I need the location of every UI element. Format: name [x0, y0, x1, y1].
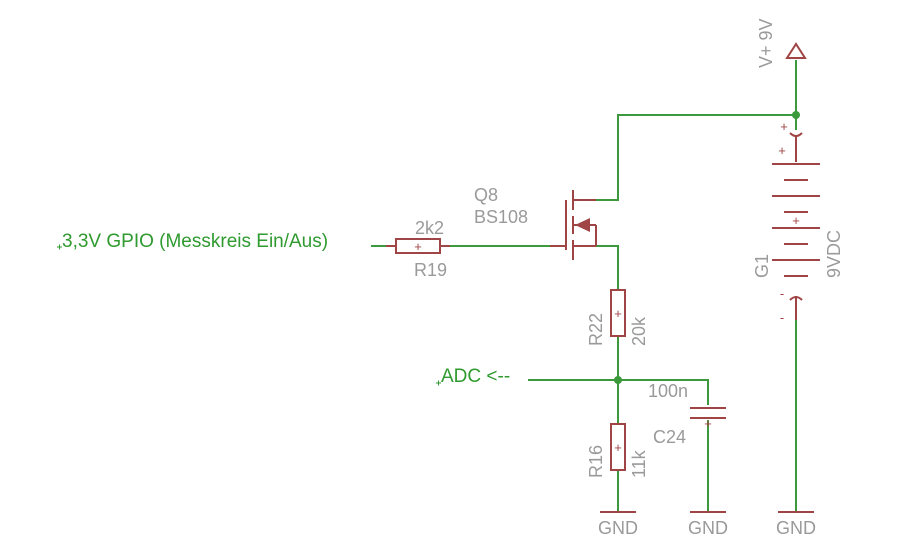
g1-name: G1 — [752, 254, 772, 278]
r22-name: R22 — [586, 313, 606, 346]
c24-value: 100n — [648, 381, 688, 401]
junction-adc — [614, 376, 622, 384]
ground-r16: GND — [598, 511, 638, 538]
battery-g1: + + - - + G1 9VDC — [752, 119, 844, 325]
battery-cells — [772, 163, 820, 277]
r19-name: R19 — [414, 260, 447, 280]
battery-origin-marker: + — [792, 213, 800, 228]
adc-net: ADC <-- — [436, 366, 510, 387]
ground-c24-label: GND — [688, 518, 728, 538]
q8-name: Q8 — [474, 185, 498, 205]
mosfet-q8: Q8 BS108 — [474, 185, 597, 260]
r22-body — [610, 289, 626, 337]
resistor-r22: + R22 20k — [586, 289, 649, 346]
ground-battery: GND — [776, 511, 816, 538]
c24-origin-marker: + — [704, 416, 712, 431]
c24-name: C24 — [653, 427, 686, 447]
wire-adc-c24 — [618, 379, 709, 405]
r19-origin-marker: + — [414, 239, 422, 254]
q8-arrow — [575, 218, 590, 232]
battery-minus-outer: - — [780, 286, 784, 301]
supply-label: V+ 9V — [756, 18, 776, 68]
q8-value: BS108 — [474, 207, 528, 227]
capacitor-c24: + 100n C24 — [648, 381, 726, 447]
wire-source-r22 — [596, 245, 619, 290]
wires — [371, 60, 800, 512]
resistor-r19: + 2k2 R19 — [386, 218, 450, 280]
ground-c24: GND — [688, 511, 728, 538]
battery-plus-inner: + — [778, 143, 786, 158]
battery-plus-outer: + — [780, 119, 788, 134]
supply-arrow — [785, 42, 807, 59]
r16-value: 11k — [629, 449, 649, 478]
r19-value: 2k2 — [415, 218, 444, 238]
r16-name: R16 — [586, 445, 606, 478]
junction-vplus — [792, 111, 800, 119]
gpio-net-label: 3,3V GPIO (Messkreis Ein/Aus) — [62, 231, 328, 252]
resistor-r16: + R16 11k — [586, 423, 649, 478]
adc-net-label: ADC <-- — [441, 366, 510, 387]
gpio-net: 3,3V GPIO (Messkreis Ein/Aus) — [57, 231, 328, 252]
supply-vplus: V+ 9V — [756, 18, 807, 68]
wire-drain-vplus — [596, 114, 796, 201]
r22-value: 20k — [629, 316, 649, 346]
ground-battery-label: GND — [776, 518, 816, 538]
g1-value: 9VDC — [824, 230, 844, 278]
r22-origin-marker: + — [614, 306, 622, 321]
ground-r16-label: GND — [598, 518, 638, 538]
r16-origin-marker: + — [614, 440, 622, 455]
battery-minus-inner: - — [780, 310, 784, 325]
r16-body — [610, 423, 626, 471]
